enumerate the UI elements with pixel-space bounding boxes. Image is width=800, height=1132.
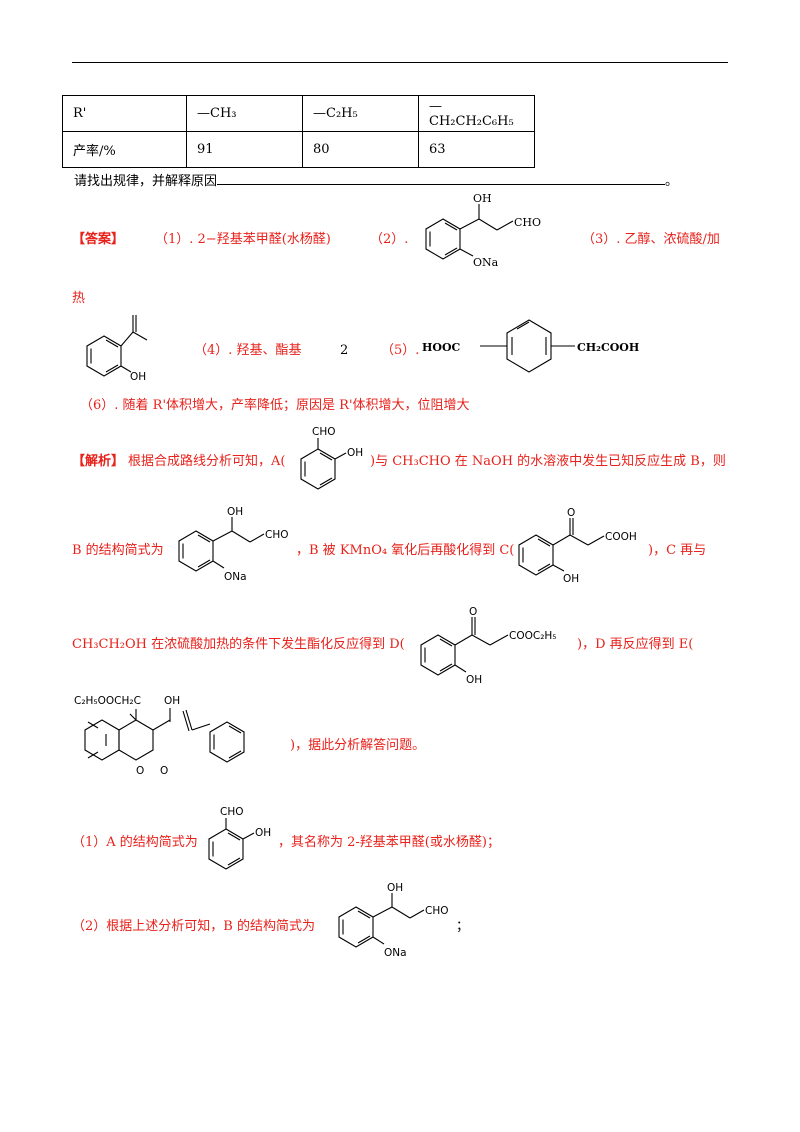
table-cell: —CH₃	[186, 95, 303, 132]
answer-blank	[217, 172, 666, 185]
structure-c-inline: O COOH OH	[518, 507, 637, 585]
ona-label: ONa	[473, 256, 499, 269]
cho-label: CHO	[425, 905, 449, 917]
answer-tag: 【答案】	[72, 232, 125, 247]
analysis-sub-2b: ；	[456, 919, 470, 934]
header-rule	[72, 62, 728, 63]
oh-label: OH	[130, 371, 146, 383]
answer-part-1: （1）. 2−羟基苯甲醛(水杨醛)	[155, 232, 331, 247]
table-cell: —CH₂CH₂C₆H₅	[418, 95, 535, 132]
oh-label: OH	[387, 882, 403, 894]
answer-part-3: （3）. 乙醇、浓硫酸/加	[582, 232, 720, 247]
ch2cooh-label: CH₂COOH	[577, 341, 639, 354]
cho-label: CHO	[312, 426, 336, 438]
cho-label: CHO	[265, 529, 289, 541]
oh-label: OH	[347, 447, 363, 459]
answer-part-6: （6）. 随着 R'体积增大，产率降低；原因是 R'体积增大，位阻增大	[80, 398, 470, 413]
table-cell: 91	[186, 131, 303, 168]
table-row: R' —CH₃ —C₂H₅ —CH₂CH₂C₆H₅	[62, 95, 535, 132]
oh-label: OH	[255, 827, 271, 839]
question-text: 请找出规律，并解释原因	[74, 174, 218, 189]
structure-e-inline: O O C₂H₅OOCH₂C OH	[74, 695, 245, 777]
o-label: O	[469, 606, 477, 618]
table-cell: 63	[418, 131, 535, 168]
analysis-sub-2a: （2）根据上述分析可知，B 的结构简式为	[72, 919, 315, 934]
oh-label: OH	[164, 695, 180, 707]
answer-part-5: （5）.	[381, 343, 420, 358]
cooh-label: COOH	[605, 531, 637, 543]
table-cell: R'	[62, 95, 187, 132]
structure-phenylene-acid: HOOC CH₂COOH	[422, 319, 639, 373]
answer-part-4-number: 2	[340, 343, 349, 358]
table-cell: 产率/%	[62, 131, 187, 168]
cho-label: CHO	[514, 216, 541, 229]
analysis-line-4: )，据此分析解答问题。	[290, 738, 426, 753]
question-period: 。	[665, 174, 679, 189]
o-label: O	[136, 765, 144, 777]
o-label: O	[160, 765, 168, 777]
analysis-line-3a: CH₃CH₂OH 在浓硫酸加热的条件下发生酯化反应得到 D(	[72, 637, 405, 652]
oh-label: OH	[563, 573, 579, 585]
analysis-line-2a: B 的结构简式为	[72, 543, 164, 558]
ona-label: ONa	[384, 947, 407, 959]
structure-hydroxyacetophenone: OH	[86, 315, 148, 383]
c2h5oocch2-label: C₂H₅OOCH₂C	[74, 695, 141, 707]
analysis-line-2c: )，C 再与	[648, 543, 707, 558]
oh-label: OH	[473, 192, 492, 205]
structure-d-inline: O COOC₂H₅ OH	[420, 606, 557, 686]
answer-part-3-cont: 热	[72, 291, 86, 306]
oh-label: OH	[227, 506, 243, 518]
structure-b-inline: OH CHO ONa	[178, 506, 289, 583]
analysis-line-3b: )，D 再反应得到 E(	[577, 637, 694, 652]
structure-a-inline: CHO OH	[300, 426, 363, 490]
cooc2h5-label: COOC₂H₅	[509, 630, 557, 642]
structure-b-answer: OH CHO ONa	[425, 192, 541, 269]
question-line: 请找出规律，并解释原因 。	[74, 172, 678, 190]
cho-label: CHO	[220, 806, 244, 818]
analysis-line-2b: ，B 被 KMnO₄ 氧化后再酸化得到 C(	[296, 543, 515, 558]
analysis-line-1a: 根据合成路线分析可知，A(	[128, 454, 286, 469]
analysis-line-1b: )与 CH₃CHO 在 NaOH 的水溶液中发生已知反应生成 B，则	[370, 454, 726, 469]
answer-part-4: （4）. 羟基、酯基	[194, 343, 302, 358]
table-row: 产率/% 91 80 63	[62, 131, 535, 168]
structure-b-sub2: OH CHO ONa	[338, 882, 449, 959]
table-cell: —C₂H₅	[302, 95, 419, 132]
table-cell: 80	[302, 131, 419, 168]
analysis-sub-1b: ，其名称为 2-羟基苯甲醛(或水杨醛)；	[278, 835, 500, 850]
hooc-label: HOOC	[422, 341, 461, 354]
ona-label: ONa	[224, 571, 247, 583]
oh-label: OH	[466, 674, 482, 686]
analysis-tag: 【解析】	[72, 454, 125, 469]
yield-table: R' —CH₃ —C₂H₅ —CH₂CH₂C₆H₅ 产率/% 91 80 63	[62, 95, 535, 168]
structure-a-sub1: CHO OH	[208, 806, 271, 870]
answer-part-2: （2）.	[370, 232, 409, 247]
analysis-sub-1a: （1）A 的结构简式为	[72, 835, 198, 850]
o-label: O	[567, 507, 575, 519]
